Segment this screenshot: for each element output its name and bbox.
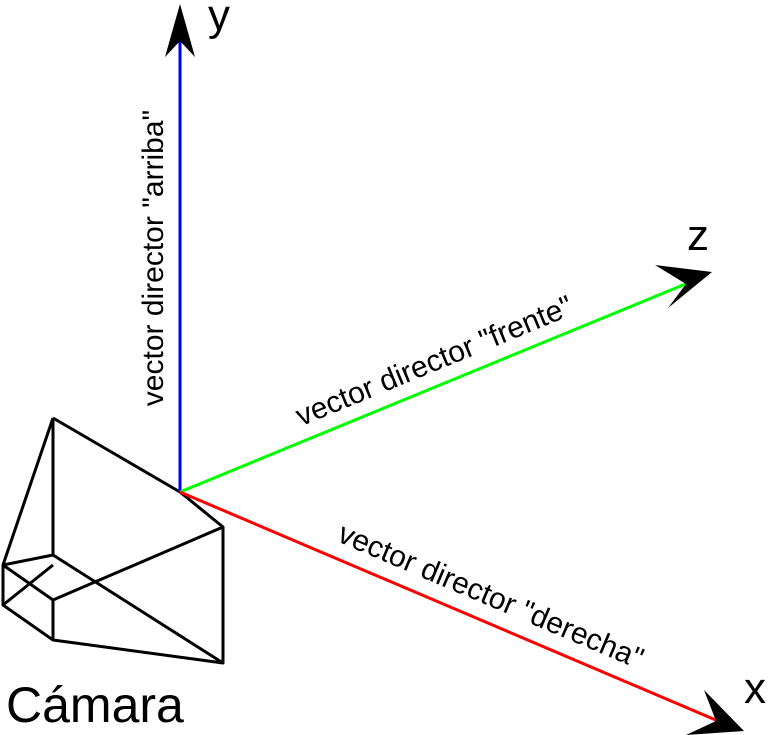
camera-edge	[52, 525, 224, 602]
camera-wireframe	[1, 416, 225, 665]
camera-label: Cámara	[6, 677, 184, 733]
x-axis-caption: vector director "derecha"	[333, 517, 648, 676]
x-axis-line	[179, 490, 719, 723]
y-axis-letter: y	[208, 0, 230, 40]
y-axis-caption: vector director "arriba"	[137, 110, 170, 406]
camera-edge	[52, 553, 224, 665]
camera-edge	[2, 563, 54, 602]
z-axis-line	[179, 281, 689, 494]
z-axis-letter: z	[687, 211, 709, 260]
camera-edge	[2, 553, 54, 567]
z-arrowhead	[655, 265, 712, 308]
camera-outline	[1, 416, 225, 665]
camera-edge	[2, 563, 54, 607]
y-arrowhead	[165, 4, 195, 57]
x-axis-letter: x	[744, 664, 766, 713]
z-axis-caption: vector director "frente"	[291, 289, 578, 432]
x-arrowhead	[686, 690, 744, 735]
